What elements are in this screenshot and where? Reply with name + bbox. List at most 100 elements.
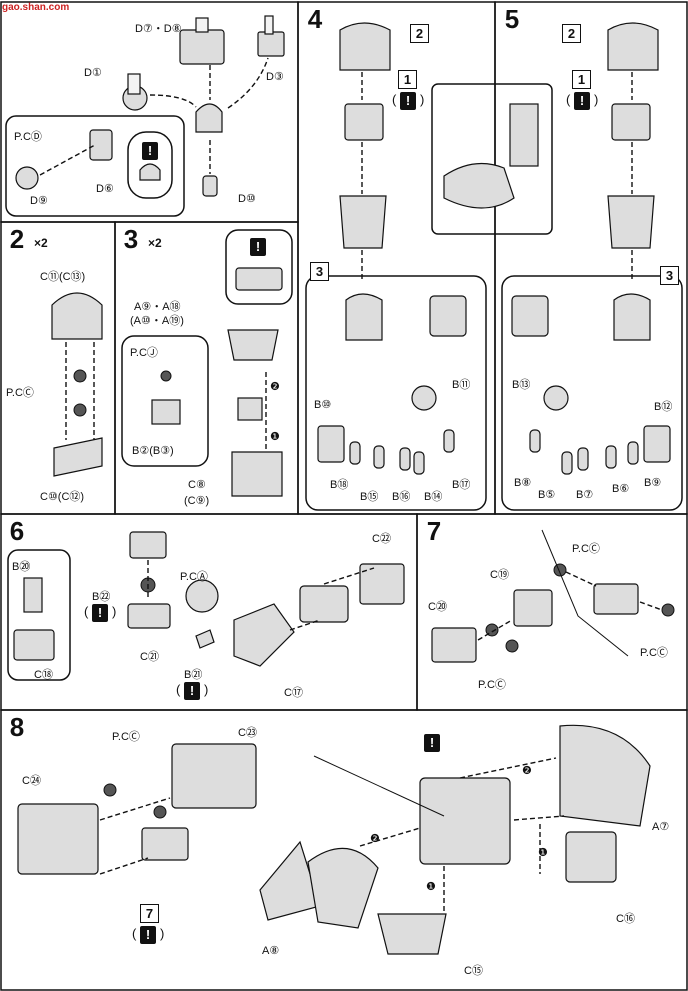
warning-mark-p8: ! [424, 734, 440, 752]
label-b15: B⑮ [360, 491, 379, 503]
label-b14: B⑭ [424, 491, 443, 503]
label-b12: B⑫ [654, 401, 673, 413]
paren-close-p6b: ) [204, 682, 209, 697]
warning-mark-p6a: ! [92, 604, 108, 622]
warning-mark-p3: ! [250, 238, 266, 256]
panel-4-parts [305, 22, 553, 511]
label-a10-a19: (A⑩・A⑲) [130, 315, 184, 327]
label-b8: B⑧ [514, 477, 532, 489]
panel-5-parts [501, 22, 683, 511]
panel-7-parts [431, 529, 675, 663]
label-pc-c-top: P.CⒸ [572, 543, 600, 555]
label-b11: B⑪ [452, 379, 471, 391]
label-pc-c-right: P.CⒸ [640, 647, 668, 659]
paren-close-p5: ) [594, 92, 599, 107]
site-logo: gao.shan.com [2, 2, 70, 13]
warning-mark-p8b: ! [140, 926, 156, 944]
ref-box-1-p4: 1 [398, 70, 417, 89]
label-pc-c: P.CⒸ [6, 387, 34, 399]
label-b10: B⑩ [314, 399, 332, 411]
order-2-p8b: ❷ [370, 833, 380, 845]
ref-box-1-p5: 1 [572, 70, 591, 89]
step-number-2: 2 [9, 224, 25, 254]
ref-box-2-p4: 2 [410, 24, 429, 43]
label-a7: A⑦ [652, 821, 670, 833]
label-c18: C⑱ [34, 669, 53, 681]
paren-p6b: ( [176, 682, 181, 697]
label-d10: D⑩ [238, 193, 256, 205]
label-d3: D③ [266, 71, 284, 83]
order-1-p3: ❶ [270, 431, 280, 443]
warning-mark-p6b: ! [184, 682, 200, 700]
paren-close-p6: ) [112, 604, 117, 619]
warning-mark-p1: ! [142, 142, 158, 160]
step-number-4: 4 [307, 4, 323, 34]
paren-p4: ( [392, 92, 397, 107]
multiplier-p3: ×2 [148, 236, 162, 250]
label-b16: B⑯ [392, 491, 411, 503]
label-c17: C⑰ [284, 687, 303, 699]
panel-2-parts [51, 292, 103, 477]
ref-box-7-p8: 7 [140, 904, 159, 923]
warning-mark-p4: ! [400, 92, 416, 110]
label-b9: B⑨ [644, 477, 662, 489]
step-number-8: 8 [9, 712, 25, 742]
paren-p5: ( [566, 92, 571, 107]
label-d9: D⑨ [30, 195, 48, 207]
ref-box-3-p5: 3 [660, 266, 679, 285]
label-pc-a: P.CⒶ [180, 571, 208, 583]
label-c15: C⑮ [464, 965, 483, 977]
label-c16: C⑯ [616, 913, 635, 925]
paren-p8: ( [132, 926, 137, 941]
label-c22: C㉒ [372, 533, 391, 545]
ref-box-3-p4: 3 [310, 262, 329, 281]
multiplier-p2: ×2 [34, 236, 48, 250]
label-a8: A⑧ [262, 945, 280, 957]
step-number-5: 5 [504, 4, 520, 34]
label-pc-c-p8: P.CⒸ [112, 731, 140, 743]
label-c11-c13: C⑪(C⑬) [40, 271, 86, 283]
paren-close-p8: ) [160, 926, 165, 941]
order-2-p3: ❷ [270, 381, 280, 393]
label-b17: B⑰ [452, 479, 471, 491]
panel-6-parts [7, 531, 405, 681]
label-b6: B⑥ [612, 483, 630, 495]
paren-p6: ( [84, 604, 89, 619]
warning-mark-p5: ! [574, 92, 590, 110]
label-b22: B㉒ [92, 591, 111, 603]
order-1-p8b: ❶ [426, 881, 436, 893]
label-b13: B⑬ [512, 379, 531, 391]
label-c21: C㉑ [140, 651, 159, 663]
step-number-3: 3 [123, 224, 139, 254]
panel-8-parts [17, 724, 651, 955]
ref-box-2-p5: 2 [562, 24, 581, 43]
label-b18: B⑱ [330, 479, 349, 491]
order-1-p8a: ❶ [538, 847, 548, 859]
label-d1: D① [84, 67, 102, 79]
label-c9: (C⑨) [184, 495, 210, 507]
label-c20: C⑳ [428, 601, 447, 613]
label-b21: B㉑ [184, 669, 203, 681]
label-a9-a18: A⑨・A⑱ [134, 301, 181, 313]
label-pc-c-bottom: P.CⒸ [478, 679, 506, 691]
label-d7-d8: D⑦・D⑧ [135, 23, 182, 35]
label-c10-c12: C⑩(C⑫) [40, 491, 85, 503]
label-pc-j: P.CⒿ [130, 347, 158, 359]
step-number-6: 6 [9, 516, 25, 546]
label-c19: C⑲ [490, 569, 509, 581]
label-c24: C㉔ [22, 775, 41, 787]
label-d6: D⑥ [96, 183, 114, 195]
order-2-p8a: ❷ [522, 765, 532, 777]
panel-3-parts [121, 229, 293, 497]
label-pc-d: P.CⒹ [14, 131, 42, 143]
label-c8: C⑧ [188, 479, 206, 491]
label-b5: B⑤ [538, 489, 556, 501]
paren-close-p4: ) [420, 92, 425, 107]
panel-1-parts [5, 15, 285, 217]
panel-6-frame [0, 513, 418, 711]
panel-8-frame [0, 709, 688, 991]
step-number-7: 7 [426, 516, 442, 546]
label-c23: C㉓ [238, 727, 257, 739]
